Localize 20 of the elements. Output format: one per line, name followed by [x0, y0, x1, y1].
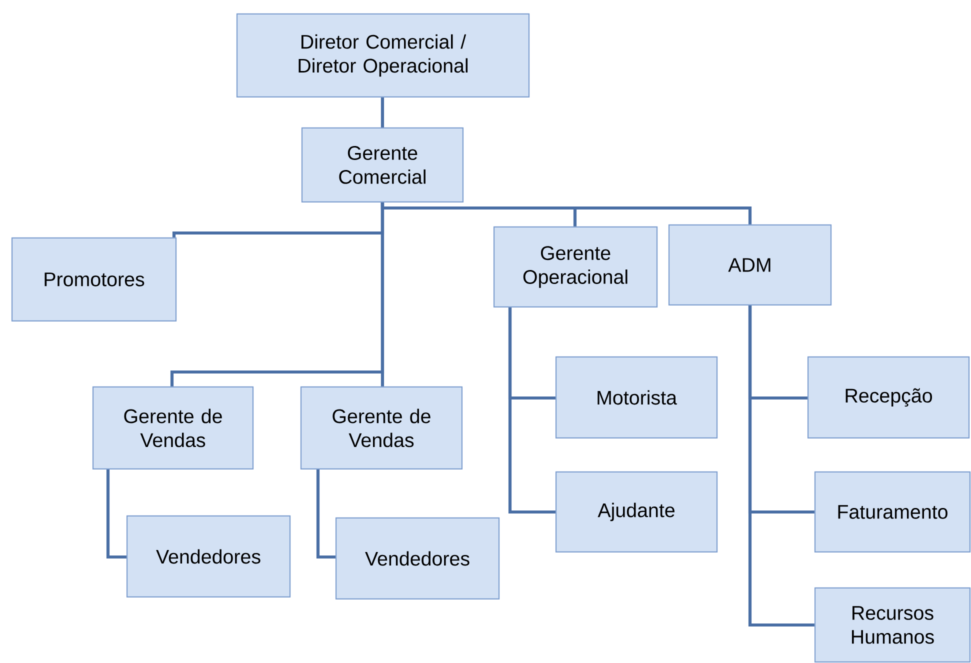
org-box: Ajudante	[555, 471, 718, 553]
org-box: Gerente Operacional	[493, 226, 658, 308]
org-box: Recursos Humanos	[814, 587, 971, 663]
connector-line	[380, 202, 752, 224]
connector-line	[106, 470, 126, 559]
org-box: Vendedores	[335, 517, 500, 600]
org-box: Gerente de Vendas	[92, 386, 254, 470]
org-box: Motorista	[555, 356, 718, 439]
connector-line	[380, 98, 384, 128]
org-box: Recepção	[807, 356, 970, 439]
connector-line	[316, 470, 336, 559]
org-box: Faturamento	[814, 471, 971, 553]
org-box: Promotores	[11, 237, 177, 322]
org-box: Gerente de Vendas	[300, 386, 463, 470]
connector-line	[748, 306, 814, 627]
org-box: Vendedores	[126, 515, 291, 598]
org-box: Diretor Comercial / Diretor Operacional	[236, 13, 530, 98]
connector-line	[508, 308, 556, 514]
org-box: ADM	[668, 224, 832, 306]
org-box: Gerente Comercial	[301, 127, 464, 203]
